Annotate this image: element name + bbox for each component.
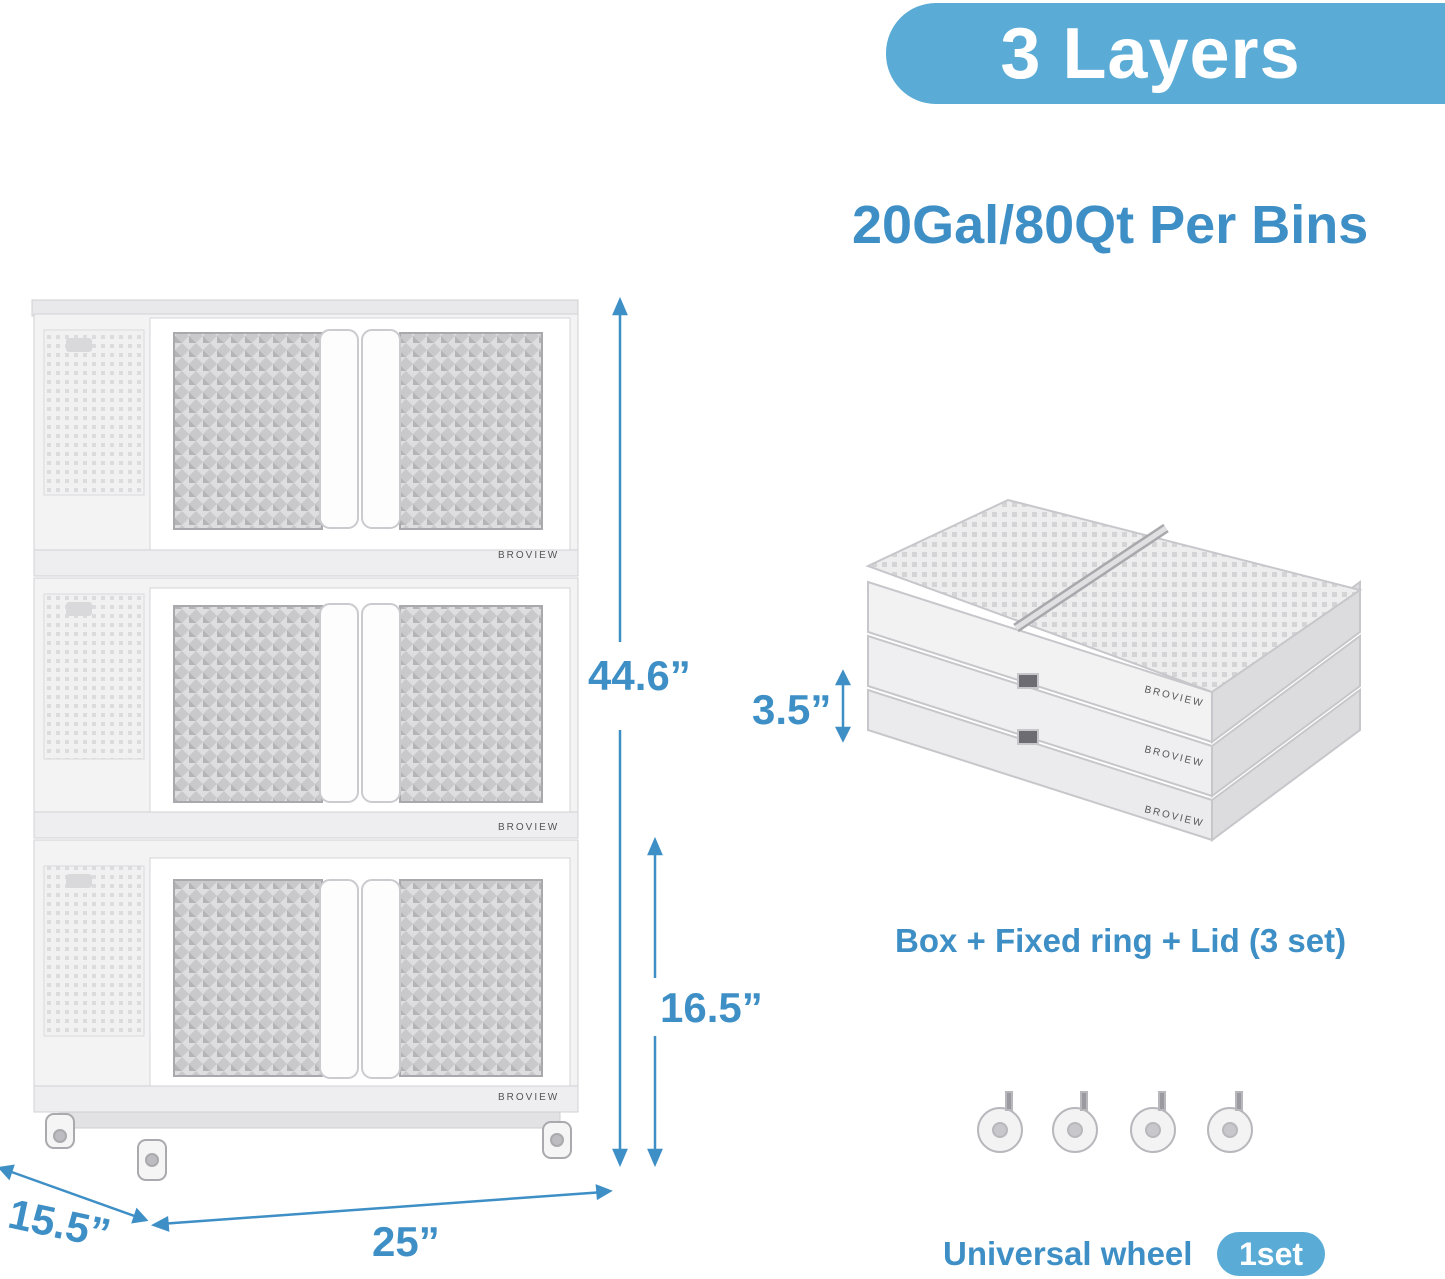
wheel-caption: Universal wheel [943, 1235, 1193, 1272]
brand-mark: BROVIEW [498, 822, 559, 833]
banner-title: 3 Layers [1000, 13, 1301, 94]
cabinet-layer-2 [33, 577, 579, 839]
universal-wheel-icon [1052, 1091, 1098, 1153]
layers-banner: 3 Layers [886, 3, 1445, 104]
dimension-arrows [0, 296, 852, 1232]
width-label: 25” [372, 1218, 440, 1265]
cabinet-stack [31, 299, 579, 1181]
folded-bins [865, 498, 1363, 842]
wheel-badge: 1set [1217, 1232, 1325, 1276]
cabinet-wheel-icon [45, 1113, 572, 1181]
capacity-text: 20Gal/80Qt Per Bins [852, 195, 1369, 255]
folded-height-label: 3.5” [752, 686, 832, 733]
brand-mark: BROVIEW [498, 1092, 559, 1103]
height-total-label: 44.6” [588, 652, 691, 699]
folded-caption: Box + Fixed ring + Lid (3 set) [895, 922, 1347, 959]
cabinet-layer-3 [33, 839, 579, 1129]
universal-wheel-icon [1207, 1091, 1253, 1153]
cabinet-layer-1 [33, 313, 579, 577]
universal-wheel-icon [977, 1091, 1023, 1153]
height-layer-label: 16.5” [660, 984, 763, 1031]
universal-wheel-icon [1130, 1091, 1176, 1153]
brand-mark: BROVIEW [498, 550, 559, 561]
